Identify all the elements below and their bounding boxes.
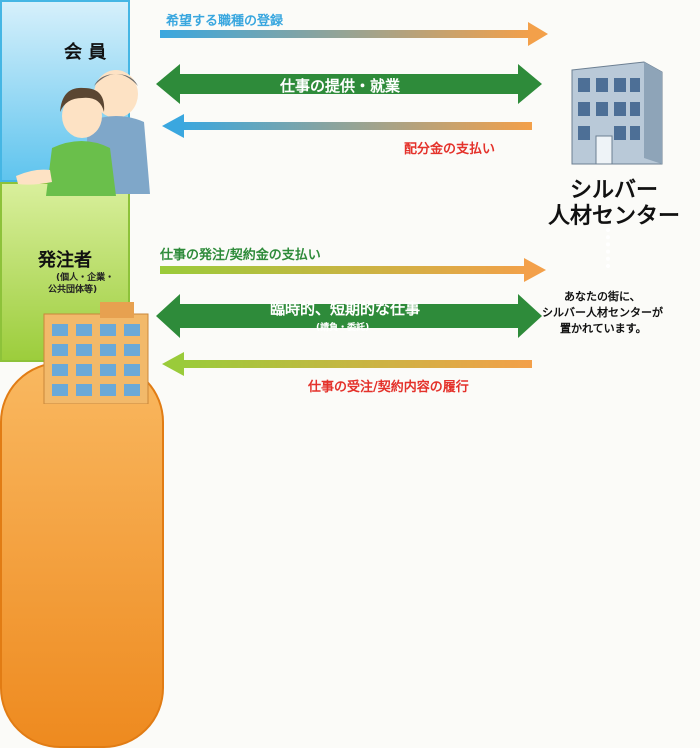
order-label: 仕事の発注/契約金の支払い — [160, 248, 321, 263]
client-subtitle-2: 公共団体等) — [48, 285, 98, 295]
register-label: 希望する職種の登録 — [166, 14, 284, 29]
arrows-layer — [156, 22, 548, 376]
man-hair — [94, 74, 138, 86]
receive-arrow — [162, 352, 532, 376]
client-title: 発注者 — [38, 250, 92, 271]
client-subtitle-1: (個人・企業・ — [56, 273, 115, 283]
woman-hair — [60, 87, 105, 112]
center-note-2: シルバー人材センターが — [542, 306, 663, 319]
woman-hand — [16, 169, 52, 185]
payout-arrow — [162, 114, 532, 138]
man-face — [94, 70, 138, 118]
client-building-icon — [43, 302, 149, 404]
payout-label: 配分金の支払い — [404, 142, 496, 157]
center-name-1: シルバー — [570, 178, 659, 203]
center-name-2: 人材センター — [548, 204, 681, 229]
members-illustration — [16, 70, 150, 196]
temporary-sub-label: (請負・委託) — [316, 323, 370, 333]
temporary-arrow — [156, 294, 542, 338]
provide-label: 仕事の提供・就業 — [280, 77, 401, 95]
center-note-3: 置かれています。 — [560, 322, 647, 335]
order-arrow — [160, 258, 546, 282]
woman-body — [46, 141, 116, 196]
center-note-1: あなたの街に、 — [564, 290, 641, 303]
woman-face — [62, 94, 102, 138]
receive-label: 仕事の受注/契約内容の履行 — [308, 380, 469, 395]
provide-arrow — [156, 64, 542, 104]
temporary-label: 臨時的、短期的な仕事 — [270, 300, 421, 318]
center-building-icon — [571, 61, 663, 165]
member-title: 会 員 — [64, 42, 107, 63]
register-arrow — [160, 22, 548, 46]
dotted-connector — [606, 228, 614, 268]
